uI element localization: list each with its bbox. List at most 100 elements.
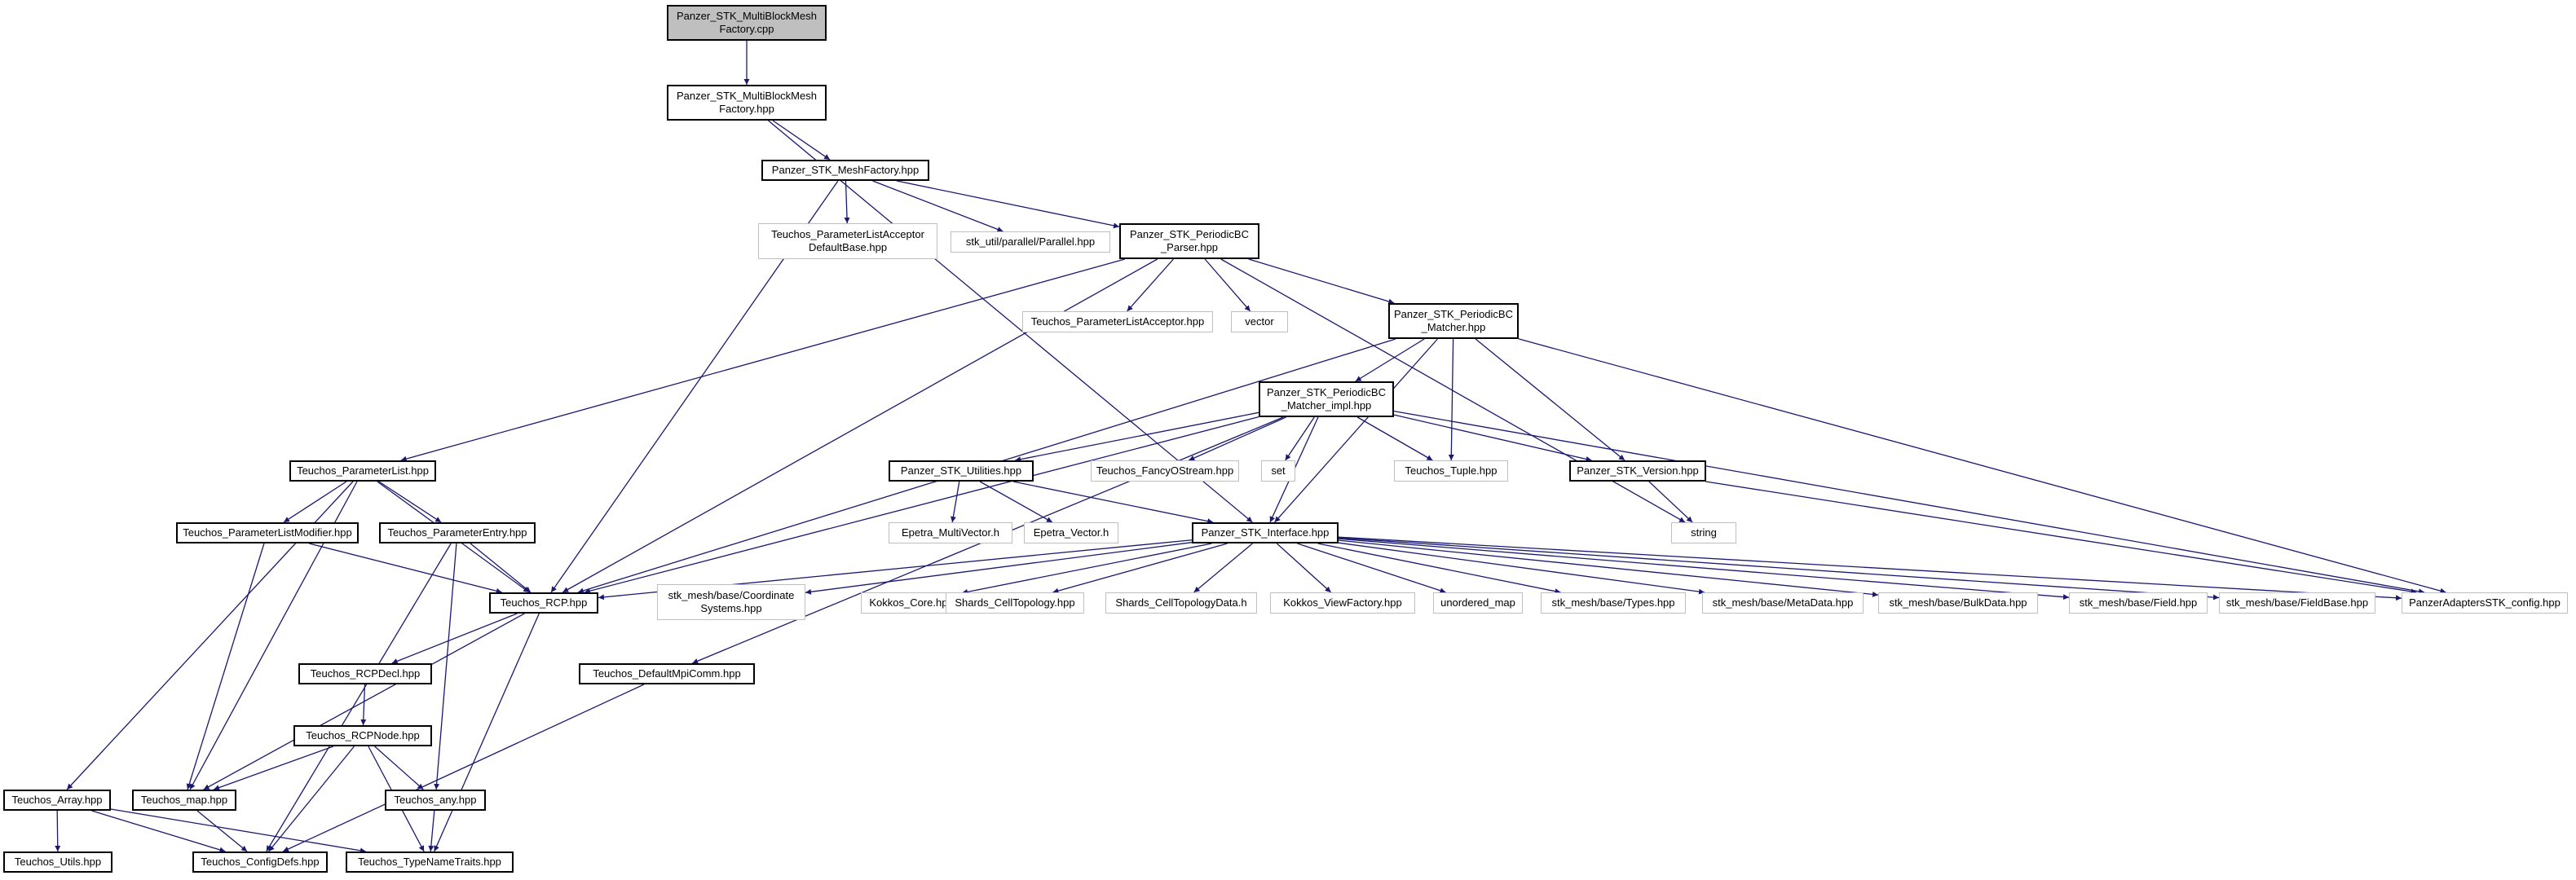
node-pbc-parser[interactable]: Panzer_STK_PeriodicBC_Parser.hpp bbox=[1119, 223, 1259, 259]
edge-stk_interface-to-stk_bulkdata bbox=[1338, 539, 1879, 597]
node-plmodifier[interactable]: Teuchos_ParameterListModifier.hpp bbox=[176, 522, 359, 543]
edge-map-to-configdefs bbox=[196, 810, 248, 852]
edge-stk_interface-to-kokkos_core bbox=[961, 543, 1212, 595]
node-tuple: Teuchos_Tuple.hpp bbox=[1394, 460, 1508, 482]
node-stk-version[interactable]: Panzer_STK_Version.hpp bbox=[1569, 460, 1706, 482]
edge-meshfactory-to-parallel bbox=[872, 180, 1003, 232]
node-typenametraits[interactable]: Teuchos_TypeNameTraits.hpp bbox=[346, 851, 514, 873]
edge-pbc_matcher_impl-to-tuple bbox=[1356, 416, 1433, 461]
edge-pbc_parser-to-pbc_matcher bbox=[1248, 258, 1395, 305]
edge-pbc_matcher-to-stk_interface bbox=[1274, 338, 1438, 523]
edge-paramentry-to-rcp bbox=[470, 543, 532, 593]
edge-stk_interface-to-stk_field bbox=[1338, 538, 2070, 601]
node-label: Factory.cpp bbox=[719, 23, 774, 35]
edge-mbmf_hpp-to-stk_interface bbox=[768, 120, 1253, 523]
node-rcp[interactable]: Teuchos_RCP.hpp bbox=[489, 592, 598, 614]
edge-paramentry-to-any bbox=[434, 543, 457, 790]
node-label: stk_mesh/base/Field.hpp bbox=[2079, 596, 2198, 609]
node-label: Epetra_Vector.h bbox=[1033, 526, 1109, 539]
edge-array-to-utils bbox=[55, 810, 61, 852]
node-stk-types: stk_mesh/base/Types.hpp bbox=[1541, 592, 1686, 614]
node-label: Teuchos_TypeNameTraits.hpp bbox=[358, 856, 501, 868]
node-stk-metadata: stk_mesh/base/MetaData.hpp bbox=[1702, 592, 1864, 614]
node-paramentry[interactable]: Teuchos_ParameterEntry.hpp bbox=[379, 522, 536, 543]
edge-stk_version-to-string bbox=[1648, 481, 1693, 523]
edge-rcpnode-to-map bbox=[213, 746, 334, 790]
edge-rcp-to-rcpdecl bbox=[391, 613, 518, 664]
node-label: Kokkos_Core.hpp bbox=[869, 596, 954, 609]
node-label: Teuchos_Array.hpp bbox=[11, 794, 103, 806]
node-label: Panzer_STK_Utilities.hpp bbox=[900, 464, 1022, 477]
node-pbc-matcher[interactable]: Panzer_STK_PeriodicBC_Matcher.hpp bbox=[1388, 303, 1519, 339]
edge-plmodifier-to-map bbox=[186, 543, 265, 790]
node-label: Kokkos_ViewFactory.hpp bbox=[1283, 596, 1402, 609]
edge-meshfactory-to-pla_default bbox=[844, 180, 850, 224]
node-parallel: stk_util/parallel/Parallel.hpp bbox=[951, 231, 1110, 253]
edge-stk_utilities-to-stk_interface bbox=[1012, 481, 1214, 525]
node-stk-bulkdata: stk_mesh/base/BulkData.hpp bbox=[1878, 592, 2038, 614]
node-label: stk_mesh/base/Coordinate bbox=[668, 589, 795, 601]
node-configdefs[interactable]: Teuchos_ConfigDefs.hpp bbox=[192, 851, 328, 873]
node-label: string bbox=[1691, 526, 1717, 539]
node-label: Panzer_STK_Interface.hpp bbox=[1201, 526, 1330, 539]
node-utils[interactable]: Teuchos_Utils.hpp bbox=[3, 851, 112, 873]
node-label: Panzer_STK_MultiBlockMesh bbox=[677, 10, 817, 22]
edge-stk_interface-to-kokkos_vf bbox=[1276, 543, 1332, 593]
node-defaultmpicomm[interactable]: Teuchos_DefaultMpiComm.hpp bbox=[579, 663, 755, 684]
edge-array-to-typenametraits bbox=[110, 808, 366, 854]
node-label: stk_mesh/base/MetaData.hpp bbox=[1712, 596, 1854, 609]
node-paramlist[interactable]: Teuchos_ParameterList.hpp bbox=[289, 460, 436, 482]
edge-rcp-to-typenametraits bbox=[434, 613, 540, 852]
edge-mbmf_hpp-to-meshfactory bbox=[772, 120, 831, 161]
node-rcpnode[interactable]: Teuchos_RCPNode.hpp bbox=[293, 725, 432, 746]
edge-rcpdecl-to-rcpnode bbox=[360, 684, 367, 726]
edge-stk_interface-to-stk_metadata bbox=[1338, 542, 1705, 595]
node-meshfactory[interactable]: Panzer_STK_MeshFactory.hpp bbox=[761, 160, 929, 181]
node-shards-ctd: Shards_CellTopologyData.h bbox=[1105, 592, 1257, 614]
node-label: Teuchos_RCP.hpp bbox=[500, 596, 588, 609]
node-array[interactable]: Teuchos_Array.hpp bbox=[3, 790, 111, 811]
edge-stk_interface-to-shards_ctd bbox=[1193, 543, 1253, 593]
node-label: Panzer_STK_PeriodicBC bbox=[1130, 228, 1249, 240]
node-label: Teuchos_ParameterListModifier.hpp bbox=[183, 526, 352, 539]
edge-pbc_parser-to-pla bbox=[1127, 258, 1174, 312]
node-any[interactable]: Teuchos_any.hpp bbox=[385, 790, 486, 811]
node-label: Shards_CellTopologyData.h bbox=[1115, 596, 1247, 609]
edge-pbc_matcher_impl-to-fancyostream bbox=[1188, 416, 1286, 461]
node-stk-field: stk_mesh/base/Field.hpp bbox=[2069, 592, 2208, 614]
node-map[interactable]: Teuchos_map.hpp bbox=[132, 790, 236, 811]
node-label: Teuchos_ConfigDefs.hpp bbox=[201, 856, 320, 868]
node-rcpdecl[interactable]: Teuchos_RCPDecl.hpp bbox=[298, 663, 432, 684]
node-label: stk_mesh/base/Types.hpp bbox=[1551, 596, 1675, 609]
node-unordered-map: unordered_map bbox=[1433, 592, 1523, 614]
edge-stk_utilities-to-epetra_mv bbox=[950, 481, 960, 523]
node-label: Teuchos_ParameterList.hpp bbox=[297, 464, 429, 477]
node-label: vector bbox=[1245, 315, 1274, 328]
edge-defaultmpicomm-to-configdefs bbox=[282, 684, 645, 852]
node-label: Epetra_MultiVector.h bbox=[902, 526, 999, 539]
node-label: DefaultBase.hpp bbox=[808, 241, 888, 253]
node-label: set bbox=[1271, 464, 1286, 477]
edge-pbc_matcher_impl-to-panzer_config bbox=[1393, 410, 2425, 595]
node-shards-ct: Shards_CellTopology.hpp bbox=[946, 592, 1084, 614]
node-label: Teuchos_ParameterListAcceptor bbox=[771, 228, 924, 240]
node-stk-interface[interactable]: Panzer_STK_Interface.hpp bbox=[1192, 522, 1339, 543]
node-fancyostream: Teuchos_FancyOStream.hpp bbox=[1091, 460, 1239, 482]
node-label: unordered_map bbox=[1440, 596, 1515, 609]
node-label: stk_mesh/base/FieldBase.hpp bbox=[2225, 596, 2369, 609]
node-label: Teuchos_RCPDecl.hpp bbox=[310, 667, 421, 680]
edge-pbc_matcher_impl-to-stk_version bbox=[1393, 414, 1592, 462]
node-label: Panzer_STK_Version.hpp bbox=[1577, 464, 1699, 477]
edge-pbc_matcher-to-stk_version bbox=[1475, 338, 1625, 461]
node-epetra-v: Epetra_Vector.h bbox=[1024, 522, 1118, 543]
node-stk-utilities[interactable]: Panzer_STK_Utilities.hpp bbox=[889, 460, 1034, 482]
edge-paramlist-to-paramentry bbox=[378, 481, 442, 523]
node-label: Teuchos_any.hpp bbox=[394, 794, 477, 806]
edge-stk_interface-to-shards_ct bbox=[1052, 543, 1228, 594]
edge-stk_interface-to-stk_fieldbase bbox=[1338, 537, 2220, 601]
node-panzer-config: PanzerAdaptersSTK_config.hpp bbox=[2402, 592, 2568, 614]
node-pbc-matcher-impl[interactable]: Panzer_STK_PeriodicBC_Matcher_impl.hpp bbox=[1259, 381, 1394, 417]
